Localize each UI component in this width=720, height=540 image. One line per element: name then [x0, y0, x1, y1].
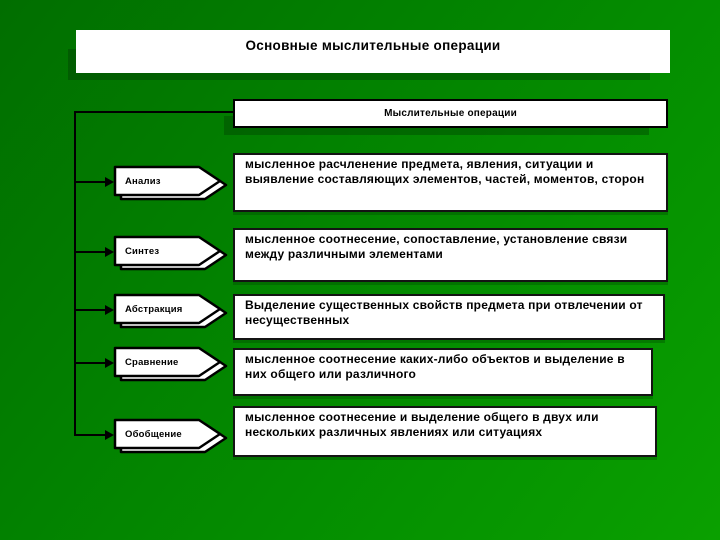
term-arrow-shape: Сравнение	[113, 346, 239, 384]
term-label: Синтез	[125, 245, 160, 257]
term-arrow-shape: Синтез	[113, 235, 239, 273]
term-label: Обобщение	[125, 428, 182, 440]
arrowhead-icon	[105, 177, 114, 187]
term-label: Сравнение	[125, 356, 179, 368]
row-connector-line	[75, 251, 108, 253]
pentagon-arrow-icon	[113, 235, 228, 271]
pentagon-arrow-icon	[113, 293, 228, 329]
diagram-header-label: Мыслительные операции	[384, 108, 517, 119]
connector-spine-vertical	[74, 111, 76, 436]
pentagon-arrow-icon	[113, 418, 228, 454]
arrowhead-icon	[105, 430, 114, 440]
pentagon-arrow-icon	[113, 346, 228, 382]
row-connector-line	[75, 434, 108, 436]
term-label: Абстракция	[125, 303, 183, 315]
definition-box: Выделение существенных свойств предмета …	[233, 294, 665, 340]
slide-title: Основные мыслительные операции	[245, 38, 501, 53]
definition-box: мысленное расчленение предмета, явления,…	[233, 153, 668, 212]
slide-title-box: Основные мыслительные операции	[76, 30, 670, 73]
term-arrow-shape: Абстракция	[113, 293, 239, 331]
definition-box: мысленное соотнесение, сопоставление, ус…	[233, 228, 668, 282]
row-connector-line	[75, 309, 108, 311]
pentagon-arrow-icon	[113, 165, 228, 201]
arrowhead-icon	[105, 305, 114, 315]
connector-spine-horizontal	[74, 111, 233, 113]
row-connector-line	[75, 362, 108, 364]
definition-box: мысленное соотнесение и выделение общего…	[233, 406, 657, 457]
definition-box: мысленное соотнесение каких-либо объекто…	[233, 348, 653, 396]
term-label: Анализ	[125, 175, 161, 187]
term-arrow-shape: Обобщение	[113, 418, 239, 456]
arrowhead-icon	[105, 247, 114, 257]
arrowhead-icon	[105, 358, 114, 368]
term-arrow-shape: Анализ	[113, 165, 239, 203]
row-connector-line	[75, 181, 108, 183]
diagram-header-box: Мыслительные операции	[233, 99, 668, 128]
